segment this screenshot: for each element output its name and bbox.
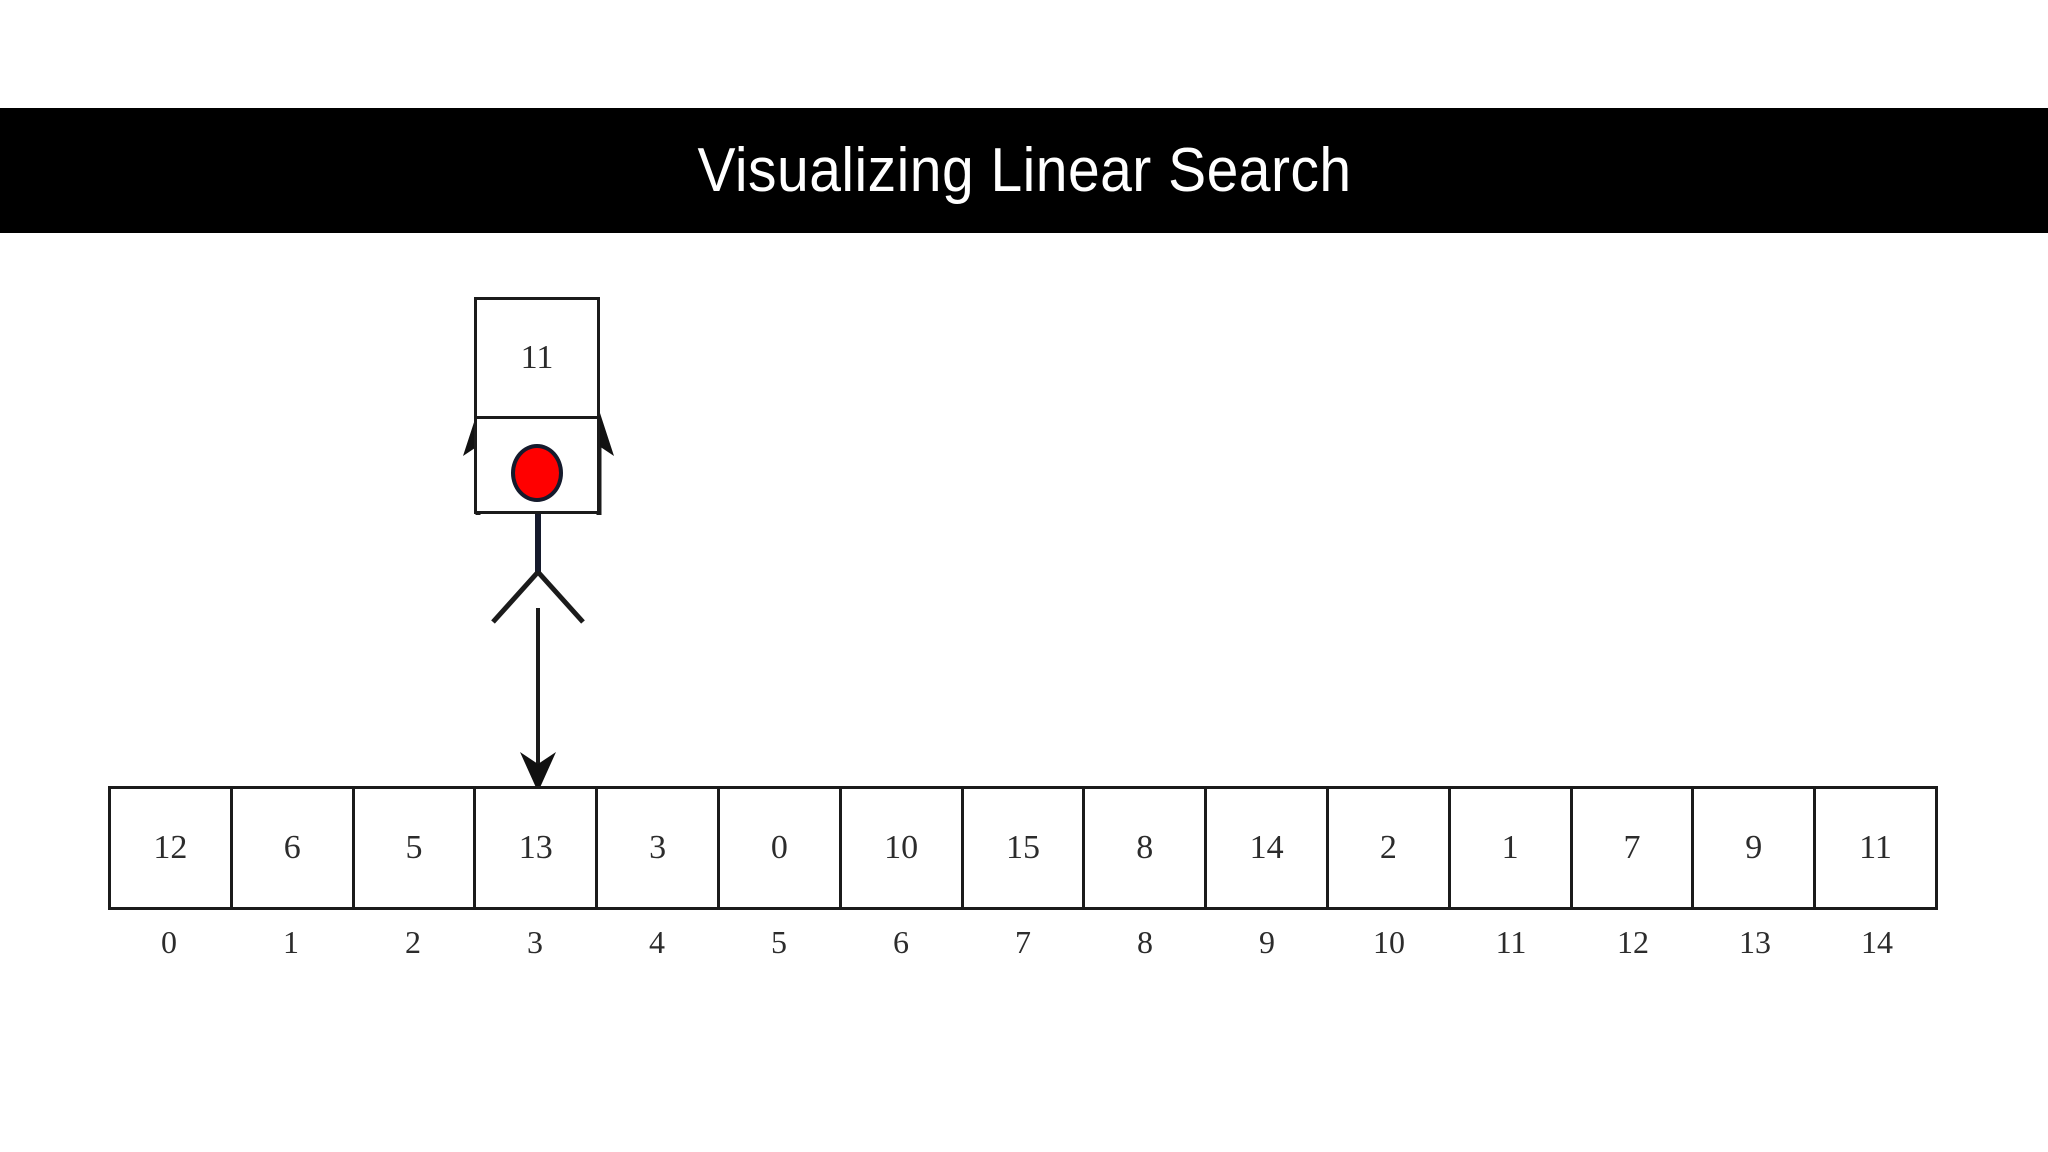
array-cell-value: 11 (1859, 829, 1892, 866)
array-index-label: 1 (283, 924, 299, 960)
array-index-cell: 5 (718, 926, 840, 958)
array-cell[interactable]: 8 (1085, 789, 1208, 907)
array-cell[interactable]: 10 (841, 789, 964, 907)
array-index-label: 12 (1617, 924, 1649, 960)
array-index-label: 3 (527, 924, 543, 960)
array-index-label: 14 (1861, 924, 1893, 960)
array-index-label: 7 (1015, 924, 1031, 960)
array-cell[interactable]: 3 (598, 789, 720, 907)
array-cell-value: 15 (1005, 829, 1040, 866)
array-index-label: 2 (405, 924, 421, 960)
array-index-cell: 2 (352, 926, 474, 958)
figure-head-icon (511, 444, 563, 502)
page-title: Visualizing Linear Search (696, 135, 1352, 205)
array-index-cell: 8 (1084, 926, 1206, 958)
array-index-label: 13 (1739, 924, 1771, 960)
array-cell[interactable]: 6 (232, 789, 355, 907)
array-cell-value: 7 (1623, 829, 1641, 866)
array-index-cell: 3 (474, 926, 596, 958)
array-index-label: 9 (1259, 924, 1275, 960)
array-index-cell: 12 (1572, 926, 1694, 958)
array-cell-value: 6 (283, 829, 301, 866)
array-cell[interactable]: 13 (476, 789, 599, 907)
search-target-value: 11 (520, 339, 554, 376)
array-index-cell: 10 (1328, 926, 1450, 958)
down-arrow-icon (520, 608, 556, 792)
array-cell-value: 2 (1379, 829, 1397, 866)
array-cell-value: 13 (518, 829, 553, 866)
array-cell-value: 1 (1501, 829, 1519, 866)
array-cell[interactable]: 2 (1328, 789, 1451, 907)
array-index-label: 5 (771, 924, 787, 960)
array-index-cell: 14 (1816, 926, 1938, 958)
array-index-cell: 0 (108, 926, 230, 958)
array-index-cell: 4 (596, 926, 718, 958)
array-index-label: 11 (1495, 924, 1527, 960)
array-index-cell: 6 (840, 926, 962, 958)
array-cell-value: 3 (649, 829, 667, 866)
array-cell-value: 9 (1745, 829, 1763, 866)
title-bar: Visualizing Linear Search (0, 108, 2048, 233)
array-cells-row: 12 6 5 13 3 0 10 15 8 14 2 1 7 9 11 (108, 786, 1938, 910)
array-index-cell: 1 (230, 926, 352, 958)
array-cell-value: 12 (153, 829, 188, 866)
array-cell[interactable]: 0 (719, 789, 842, 907)
array-index-label: 4 (649, 924, 665, 960)
array-cell[interactable]: 7 (1572, 789, 1695, 907)
array-cell[interactable]: 11 (1816, 789, 1935, 907)
array-cell-value: 8 (1136, 829, 1154, 866)
array-index-cell: 13 (1694, 926, 1816, 958)
array-cell-value: 10 (884, 829, 919, 866)
array-index-label: 8 (1137, 924, 1153, 960)
array-cell-value: 5 (405, 829, 423, 866)
array-index-cell: 11 (1450, 926, 1572, 958)
array-index-cell: 9 (1206, 926, 1328, 958)
array-cell[interactable]: 5 (354, 789, 477, 907)
array-index-label: 0 (161, 924, 177, 960)
array-cell[interactable]: 15 (963, 789, 1086, 907)
search-target-box: 11 (474, 297, 600, 419)
array-cell-value: 0 (770, 829, 788, 866)
array-index-label: 10 (1373, 924, 1405, 960)
array-cell[interactable]: 14 (1207, 789, 1329, 907)
array-cell-value: 14 (1249, 829, 1284, 866)
array-cell[interactable]: 1 (1450, 789, 1573, 907)
array-index-cell: 7 (962, 926, 1084, 958)
array-cell[interactable]: 12 (111, 789, 233, 907)
array-index-label: 6 (893, 924, 909, 960)
array-cell[interactable]: 9 (1694, 789, 1817, 907)
